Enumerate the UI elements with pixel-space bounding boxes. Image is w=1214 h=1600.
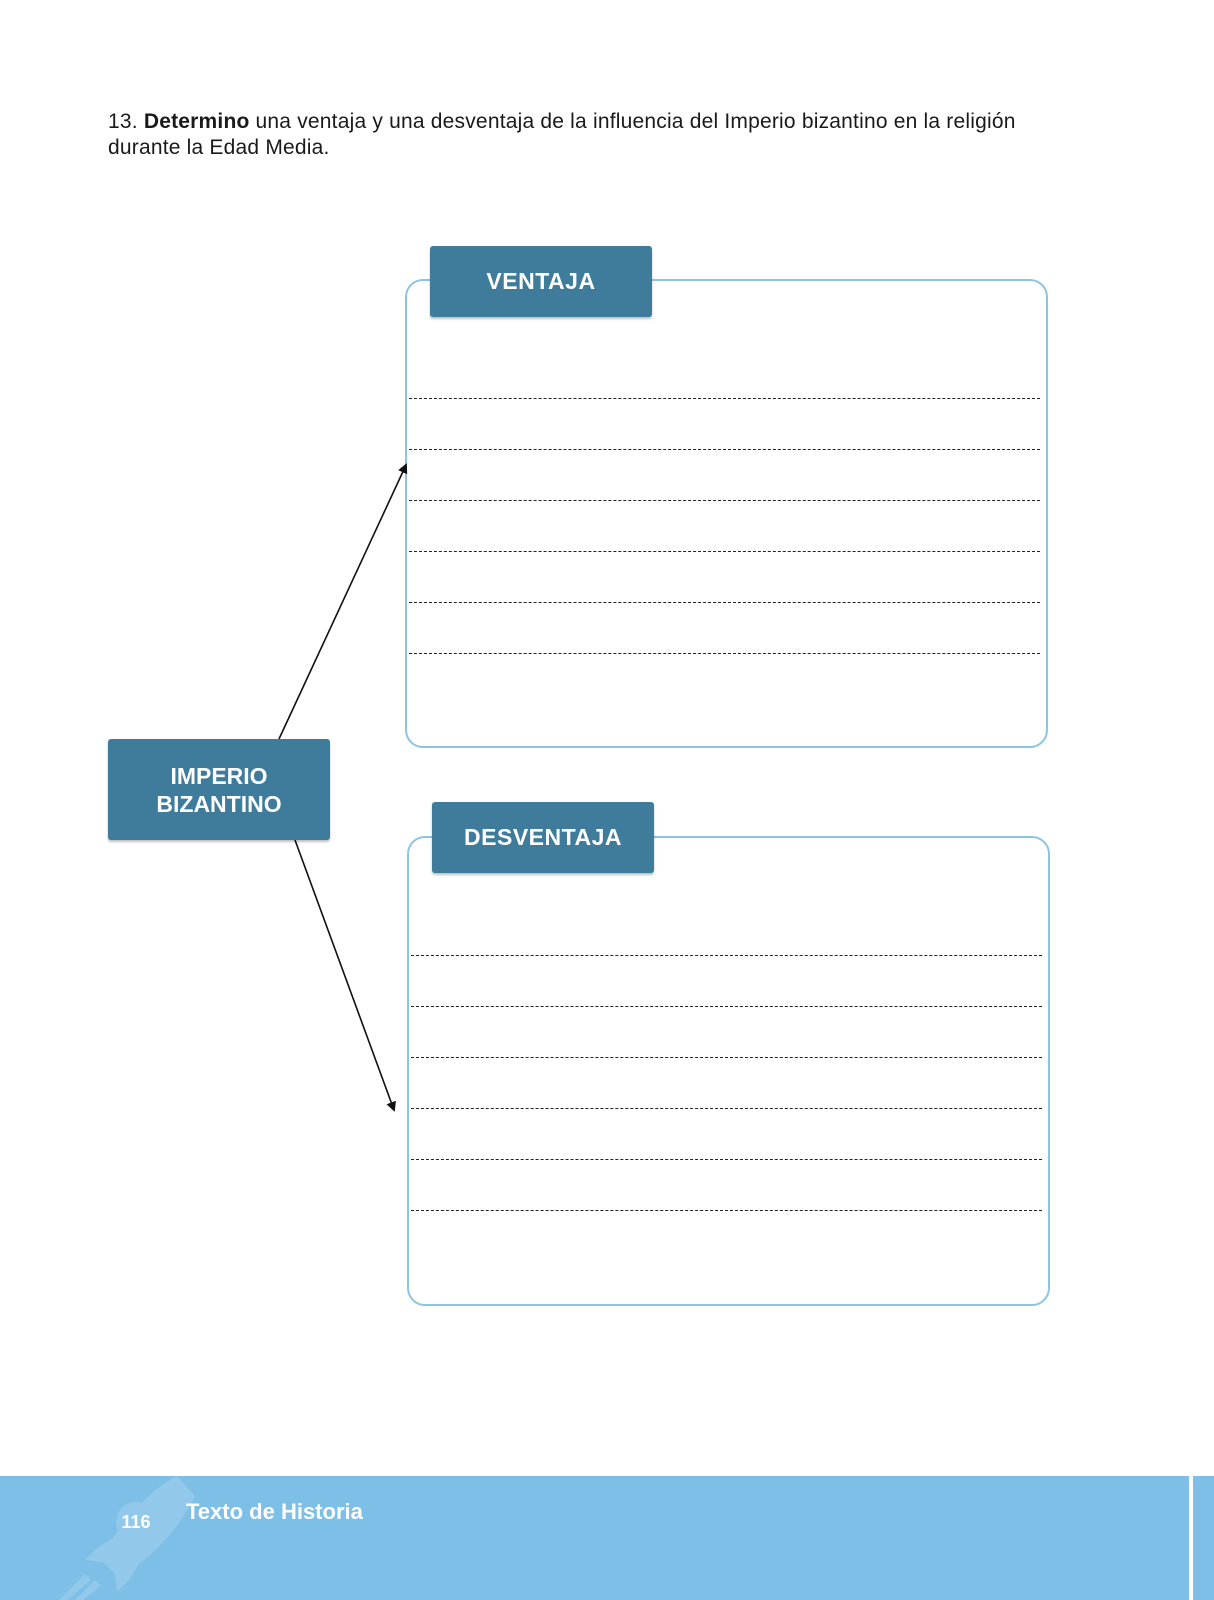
- desventaja-label: DESVENTAJA: [432, 802, 654, 873]
- book-title: Texto de Historia: [186, 1499, 363, 1524]
- page-number: 116: [116, 1502, 156, 1542]
- writing-line[interactable]: [409, 449, 1040, 450]
- ventaja-answer-box[interactable]: [405, 279, 1048, 748]
- arrow-to-desventaja: [294, 839, 396, 1112]
- question-body: una ventaja y una desventaja de la influ…: [108, 110, 1016, 159]
- imperio-bizantino-box: IMPERIO BIZANTINO: [108, 739, 330, 840]
- writing-line[interactable]: [411, 1057, 1042, 1058]
- writing-line[interactable]: [411, 1159, 1042, 1160]
- arrow-to-ventaja: [278, 463, 408, 740]
- question-text: 13. Determino una ventaja y una desventa…: [108, 109, 1068, 161]
- desventaja-answer-box[interactable]: [407, 836, 1050, 1306]
- writing-line[interactable]: [409, 653, 1040, 654]
- footer-edge-strip: [1189, 1476, 1214, 1600]
- ventaja-label: VENTAJA: [430, 246, 652, 317]
- question-number: 13.: [108, 110, 138, 133]
- writing-line[interactable]: [409, 398, 1040, 399]
- root-label-line2: BIZANTINO: [156, 790, 282, 817]
- writing-line[interactable]: [411, 1006, 1042, 1007]
- question-verb: Determino: [143, 110, 250, 133]
- page-footer: 116 Texto de Historia: [0, 1476, 1214, 1600]
- writing-line[interactable]: [411, 1108, 1042, 1109]
- rocket-icon: [59, 1476, 195, 1600]
- root-label-line1: IMPERIO: [170, 762, 268, 789]
- writing-line[interactable]: [409, 500, 1040, 501]
- writing-line[interactable]: [409, 602, 1040, 603]
- writing-line[interactable]: [409, 551, 1040, 552]
- writing-line[interactable]: [411, 1210, 1042, 1211]
- writing-line[interactable]: [411, 955, 1042, 956]
